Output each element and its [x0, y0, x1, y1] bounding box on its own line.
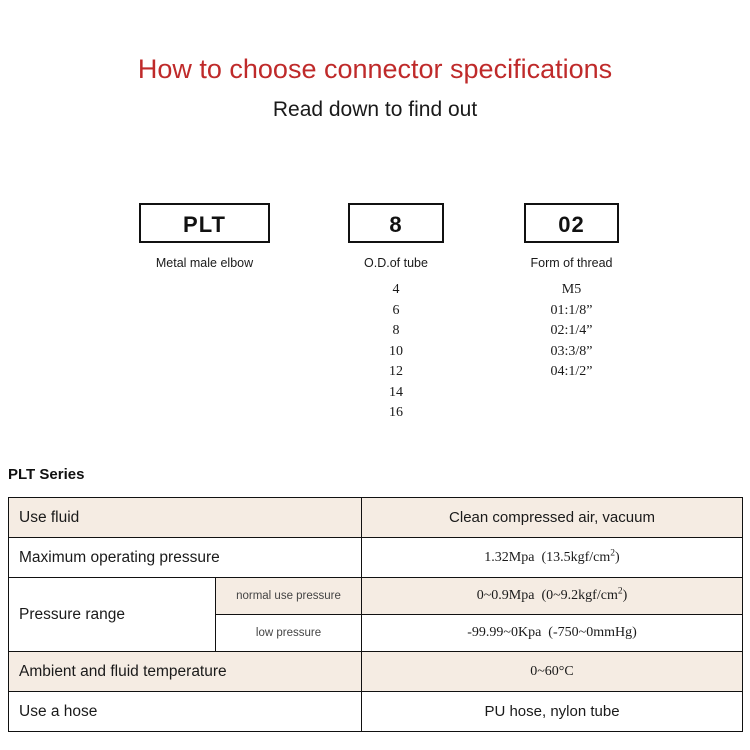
spec-label: Use a hose [8, 691, 362, 732]
code-column-tube: 8 O.D.of tube 4 6 8 10 12 14 16 [348, 203, 444, 424]
page-title: How to choose connector specifications [137, 54, 613, 84]
code-option: 03:3/8” [550, 343, 593, 359]
code-column-series: PLT Metal male elbow [139, 203, 270, 270]
code-options-thread: M5 01:1/8” 02:1/4” 03:3/8” 04:1/2” [524, 280, 619, 383]
code-option: 4 [392, 282, 400, 297]
spec-value: PU hose, nylon tube [361, 691, 743, 732]
spec-value: -99.99~0Kpa (-750~0mmHg) [361, 614, 743, 652]
spec-value: 1.32Mpa (13.5kgf/cm2) [361, 537, 743, 578]
code-option: 16 [389, 405, 403, 420]
code-caption-tube: O.D.of tube [364, 256, 428, 270]
spec-value-text: 0~0.9Mpa (0~9.2kgf/cm2) [476, 586, 628, 603]
code-caption-thread: Form of thread [530, 256, 613, 270]
table-row: Ambient and fluid temperature 0~60°C [8, 651, 743, 692]
spec-label: Use fluid [8, 497, 362, 538]
code-box-series: PLT [139, 203, 270, 243]
spec-value: 0~0.9Mpa (0~9.2kgf/cm2) [361, 577, 743, 615]
code-option: 12 [389, 364, 403, 379]
code-option: 14 [389, 384, 403, 400]
spec-value-text: -99.99~0Kpa (-750~0mmHg) [467, 625, 637, 640]
code-options-tube: 4 6 8 10 12 14 16 [348, 280, 444, 424]
code-box-thread: 02 [524, 203, 619, 243]
spec-sublabel: normal use pressure [215, 577, 362, 615]
page-header: How to choose connector specifications R… [0, 52, 750, 124]
code-option: M5 [561, 282, 582, 297]
page-subtitle: Read down to find out [272, 98, 478, 121]
spec-value: 0~60°C [361, 651, 743, 692]
spec-value: Clean compressed air, vacuum [361, 497, 743, 538]
table-row: Maximum operating pressure 1.32Mpa (13.5… [8, 537, 743, 578]
part-number-diagram: PLT Metal male elbow 8 O.D.of tube 4 6 8… [0, 203, 750, 453]
table-row: Pressure range normal use pressure 0~0.9… [8, 577, 743, 652]
spec-table-heading: PLT Series [8, 466, 85, 483]
spec-sublabel: low pressure [215, 614, 362, 652]
spec-value-text: 1.32Mpa (13.5kgf/cm2) [484, 547, 620, 565]
spec-label: Ambient and fluid temperature [8, 651, 362, 692]
spec-label-pressure-range: Pressure range [8, 577, 216, 652]
table-row: Use fluid Clean compressed air, vacuum [8, 497, 743, 538]
code-option: 01:1/8” [550, 302, 593, 318]
code-option: 10 [389, 343, 403, 359]
code-caption-series: Metal male elbow [155, 256, 254, 270]
code-option: 02:1/4” [550, 323, 593, 338]
code-option: 8 [392, 323, 400, 338]
code-option: 04:1/2” [550, 364, 593, 379]
table-row: Use a hose PU hose, nylon tube [8, 691, 743, 732]
spec-label: Maximum operating pressure [8, 537, 362, 578]
code-option: 6 [392, 302, 400, 318]
specification-table: Use fluid Clean compressed air, vacuum M… [8, 497, 743, 732]
table-row: low pressure -99.99~0Kpa (-750~0mmHg) [9, 614, 743, 652]
code-box-tube: 8 [348, 203, 444, 243]
code-column-thread: 02 Form of thread M5 01:1/8” 02:1/4” 03:… [524, 203, 619, 383]
